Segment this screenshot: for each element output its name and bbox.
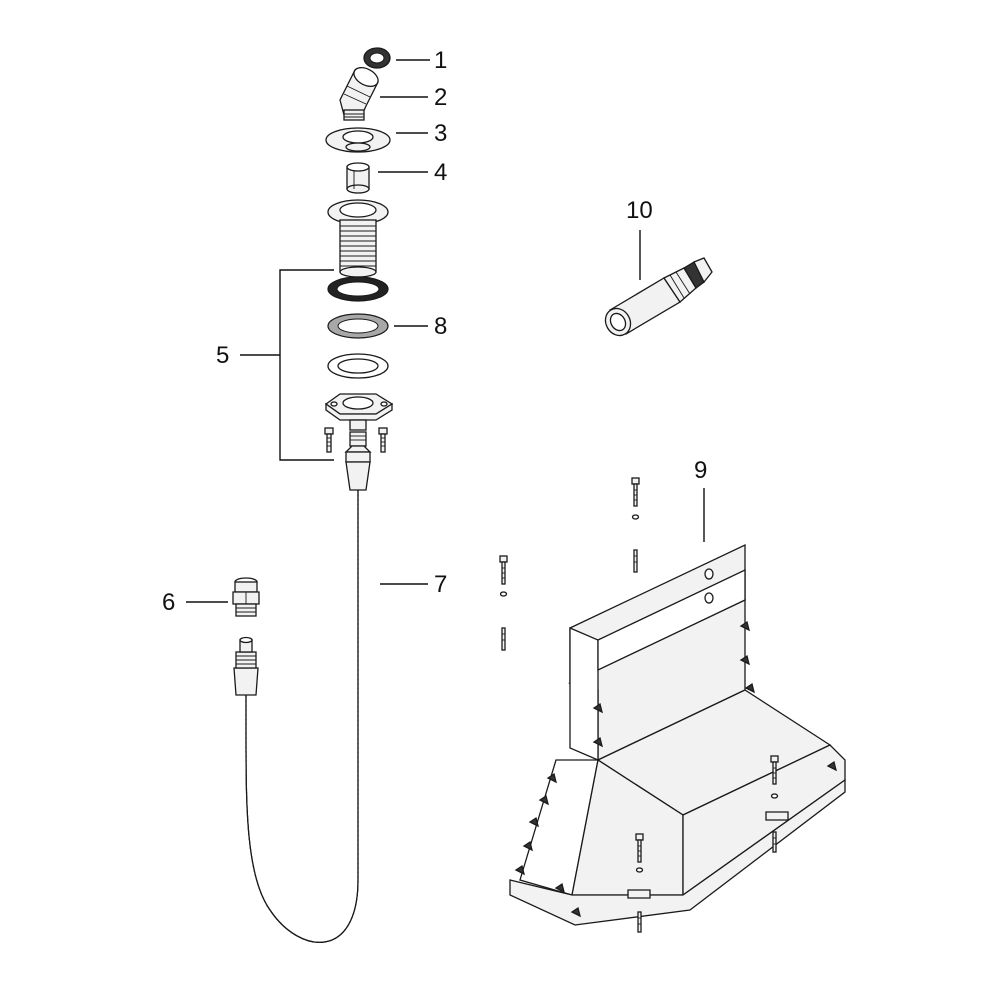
mounting-bracket-part-9 [509, 543, 846, 926]
callout-2: 2 [380, 84, 447, 111]
callout-10: 10 [626, 197, 653, 280]
callout-label-7: 7 [434, 571, 447, 598]
callout-7: 7 [380, 571, 447, 598]
callout-label-9: 9 [694, 457, 707, 484]
cartridge-part-10 [604, 257, 713, 337]
callout-6: 6 [162, 589, 228, 616]
flange-rosette-part-3 [325, 127, 391, 153]
hose-part-7 [233, 431, 372, 943]
screw-right [378, 427, 388, 453]
bolt-top [631, 477, 640, 573]
bolt-right [770, 755, 779, 853]
callout-3: 3 [396, 120, 447, 147]
nipple-adapter-part-6 [232, 577, 260, 617]
threaded-body [327, 199, 389, 278]
mounting-flange-plate [324, 393, 394, 431]
grey-washer-part-8 [327, 313, 389, 339]
callout-1: 1 [396, 47, 447, 74]
white-washer [327, 353, 389, 379]
callout-label-3: 3 [434, 120, 447, 147]
callout-label-2: 2 [434, 84, 447, 111]
callout-5: 5 [216, 269, 334, 461]
callout-label-4: 4 [434, 159, 447, 186]
black-gasket [327, 276, 389, 302]
callout-label-6: 6 [162, 589, 175, 616]
callout-9: 9 [694, 457, 707, 542]
callout-label-5: 5 [216, 342, 229, 369]
callout-label-1: 1 [434, 47, 447, 74]
screw-left [324, 427, 334, 453]
o-ring-part-1 [363, 47, 391, 69]
callout-8: 8 [394, 313, 447, 340]
callout-label-10: 10 [626, 197, 653, 224]
bolt-bottom [635, 833, 644, 933]
bolt-left [499, 555, 508, 651]
sleeve-part-4 [346, 162, 370, 194]
callout-4: 4 [378, 159, 447, 186]
elbow-fitting-part-2 [339, 67, 379, 121]
callout-label-8: 8 [434, 313, 447, 340]
